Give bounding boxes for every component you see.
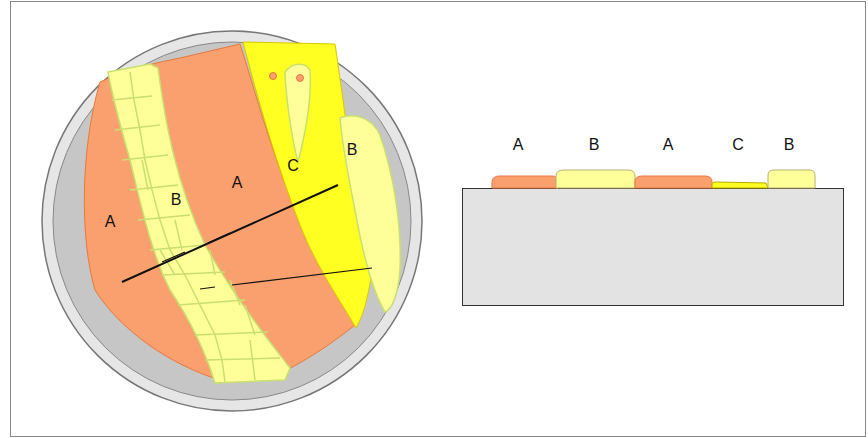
region-b-right [340,116,400,312]
region-label: B [347,142,358,158]
dish-rim [42,31,422,411]
cell-boundaries [112,72,280,382]
region-b-small [285,64,310,162]
spot [297,75,304,82]
dish-base [53,42,411,400]
region-label: C [287,158,299,174]
region-label: A [232,175,243,191]
region-label: B [784,137,795,153]
region-b [108,64,290,383]
layer-b [768,170,815,188]
region-label: B [589,137,600,153]
region-label: B [171,192,182,208]
layer-c [712,182,768,188]
region-label: A [105,214,116,230]
layer-a [492,176,558,188]
spot [270,73,277,80]
layer-b [556,170,635,188]
section-lines [122,185,372,289]
region-label: C [732,137,744,153]
region-label: A [663,137,674,153]
substrate [463,189,844,306]
region-label: A [513,137,524,153]
frame [11,2,866,437]
layer-a [635,176,712,188]
